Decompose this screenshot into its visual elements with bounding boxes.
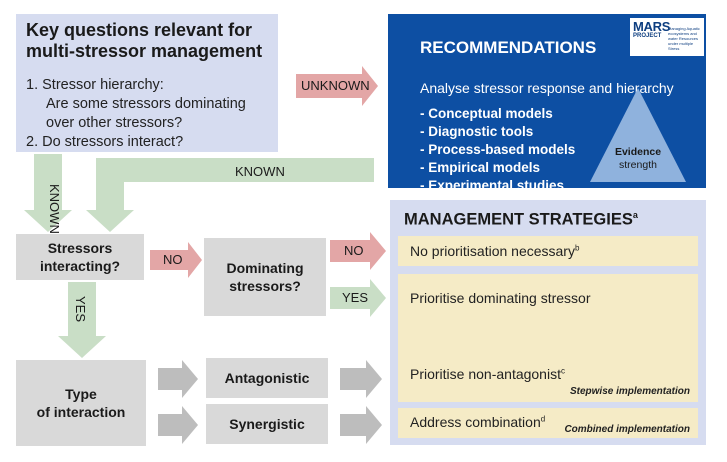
recommendation-item: - Empirical models: [420, 160, 541, 175]
management-strategies-title: MANAGEMENT STRATEGIESa: [404, 210, 638, 230]
logo-subname: PROJECT: [633, 33, 662, 39]
grey-arrow-2: [158, 406, 198, 444]
grey-arrow-3: [340, 360, 382, 398]
antagonistic-box: Antagonistic: [206, 358, 328, 398]
recommendation-item: - Diagnostic tools: [420, 124, 534, 139]
unknown-label: UNKNOWN: [301, 78, 370, 93]
stressors-interacting-box: Stressors interacting?: [16, 234, 144, 280]
known-down-arrow: [24, 154, 72, 232]
antagonistic-label: Antagonistic: [224, 370, 310, 386]
type-of-interaction-box: Type of interaction: [16, 360, 146, 446]
type-line-2: of interaction: [36, 404, 126, 420]
evidence-triangle: [590, 88, 686, 182]
recommendation-item: - Conceptual models: [420, 106, 553, 121]
logo-tagline: Managing Aquatic ecosystems and water Re…: [668, 26, 700, 51]
prioritise-non-antagonist-text: Prioritise non-antagonistc: [410, 366, 565, 382]
no-prior-label: No prioritisation necessary: [410, 243, 575, 259]
question-1-heading: 1. Stressor hierarchy:: [26, 77, 164, 93]
synergistic-label: Synergistic: [229, 416, 305, 432]
yes-arrow-right: [330, 279, 386, 317]
address-label: Address combination: [410, 414, 541, 430]
prior-non-label: Prioritise non-antagonist: [410, 366, 561, 382]
known-label-vertical: KNOWN: [47, 184, 62, 234]
question-2: 2. Do stressors interact?: [26, 134, 184, 150]
evidence-label-1: Evidence: [614, 146, 662, 158]
management-title-text: MANAGEMENT STRATEGIES: [404, 210, 633, 229]
address-combination-text: Address combinationd: [410, 414, 545, 430]
recommendations-box: RECOMMENDATIONS Analyse stressor respons…: [388, 14, 706, 193]
no-label-right: NO: [344, 243, 364, 258]
evidence-label-2: strength: [619, 159, 657, 171]
no-arrow-right: [330, 232, 386, 270]
management-title-sup: a: [632, 210, 638, 220]
recommendation-item: - Process-based models: [420, 142, 576, 157]
recommendations-title: RECOMMENDATIONS: [420, 38, 597, 57]
no-arrow-left: [150, 242, 202, 278]
dominating-line-2: stressors?: [229, 278, 301, 294]
no-prior-sup: b: [574, 243, 580, 253]
management-strategies-box: MANAGEMENT STRATEGIESa No prioritisation…: [390, 200, 706, 445]
mars-project-logo: MARS PROJECT Managing Aquatic ecosystems…: [630, 18, 704, 56]
prioritise-dominating-text: Prioritise dominating stressor: [410, 290, 591, 306]
yes-arrow-down: [58, 282, 106, 358]
no-prioritisation-text: No prioritisation necessaryb: [410, 243, 579, 259]
dominating-line-1: Dominating: [226, 260, 304, 276]
address-sup: d: [540, 414, 546, 424]
dominating-stressors-box: Dominating stressors?: [204, 238, 326, 316]
combined-note: Combined implementation: [564, 424, 690, 435]
unknown-arrow: [296, 66, 378, 106]
key-questions-box: Key questions relevant for multi-stresso…: [16, 14, 278, 152]
address-combination-box: Address combinationd Combined implementa…: [398, 408, 698, 438]
yes-label-right: YES: [342, 290, 369, 305]
grey-arrow-1: [158, 360, 198, 398]
stepwise-note: Stepwise implementation: [569, 386, 690, 397]
interacting-line-1: Stressors: [47, 240, 113, 256]
known-label-horizontal: KNOWN: [235, 164, 285, 179]
recommendations-subtitle: Analyse stressor response and hierarchy: [420, 80, 674, 96]
known-arrow: [86, 158, 374, 232]
interacting-line-2: interacting?: [39, 258, 121, 274]
synergistic-box: Synergistic: [206, 404, 328, 444]
logo-name: MARS: [633, 19, 671, 34]
no-label-left: NO: [163, 252, 183, 267]
prioritise-box: Prioritise dominating stressor Prioritis…: [398, 274, 698, 402]
recommendation-item: - Experimental studies: [420, 178, 565, 193]
no-prioritisation-box: No prioritisation necessaryb: [398, 236, 698, 266]
key-questions-title: Key questions relevant for multi-stresso…: [26, 20, 263, 61]
question-1-line-3: over other stressors?: [46, 115, 183, 131]
type-line-1: Type: [65, 386, 97, 402]
yes-label-down: YES: [73, 296, 88, 323]
grey-arrow-4: [340, 406, 382, 444]
prior-non-sup: c: [560, 366, 565, 376]
question-1-line-2: Are some stressors dominating: [46, 96, 246, 112]
